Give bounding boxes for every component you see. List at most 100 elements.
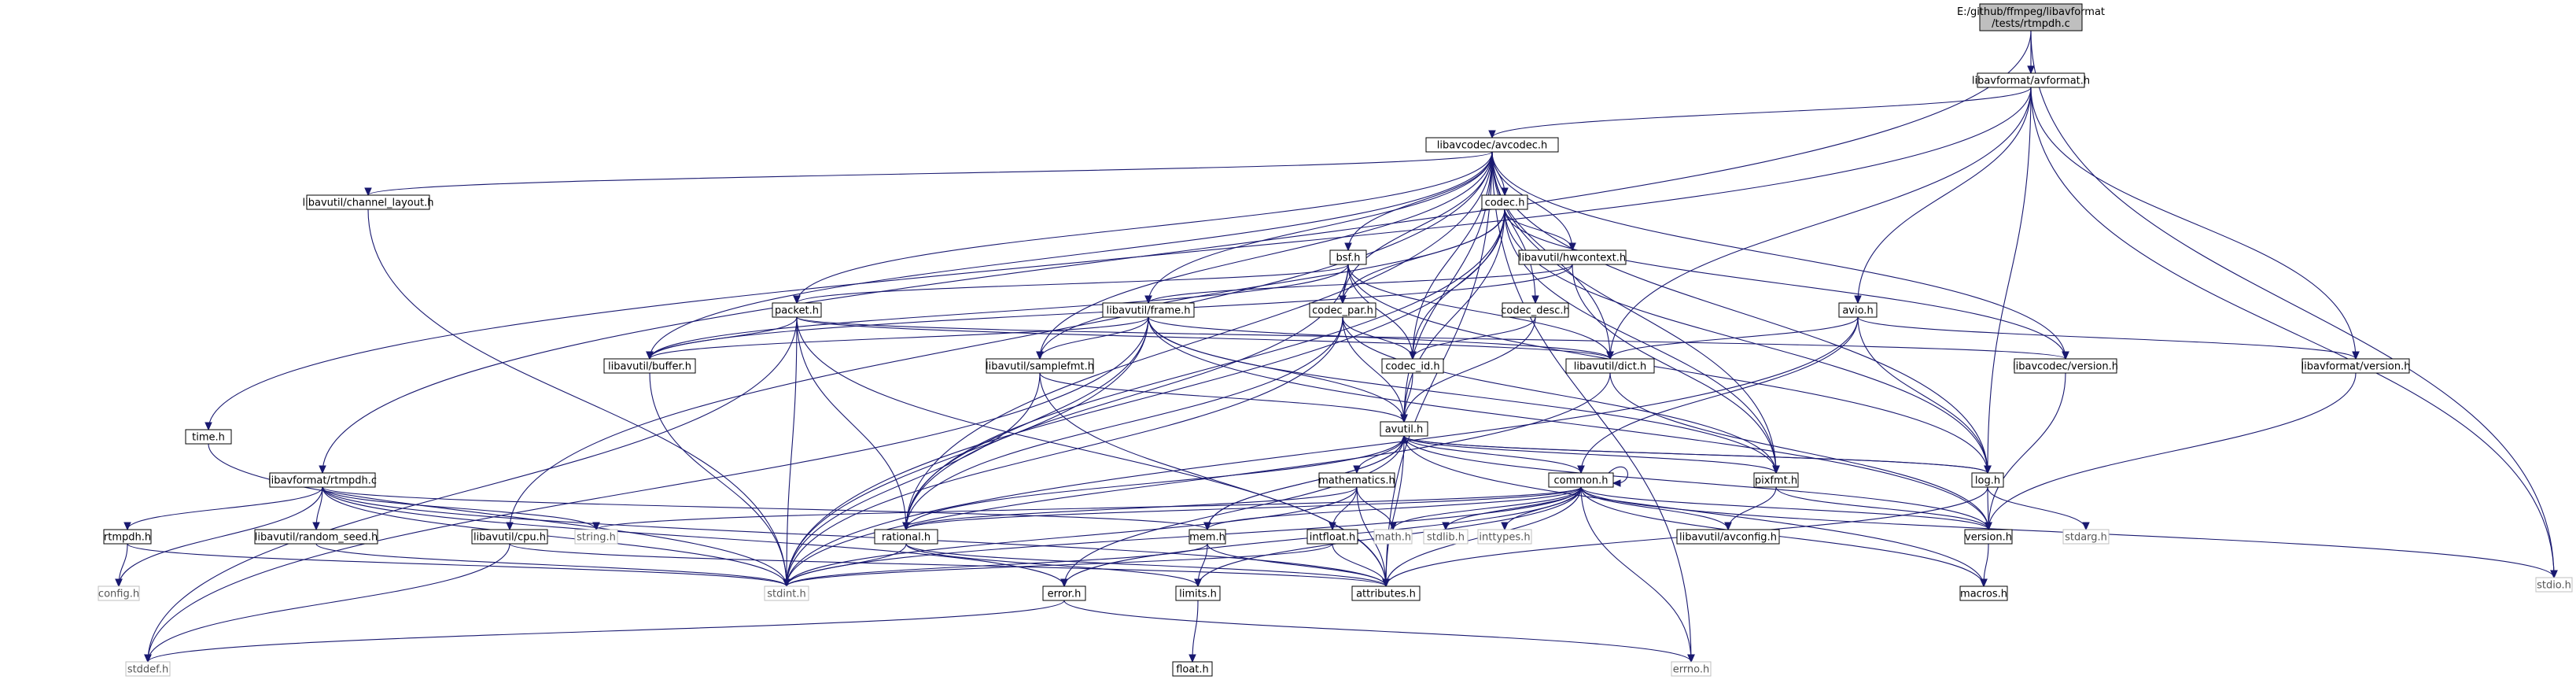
node-label: avutil.h (1385, 424, 1424, 436)
node-avutil-h[interactable]: avutil.h (1380, 421, 1428, 437)
node-common-h[interactable]: common.h (1548, 472, 1614, 488)
node-time-h[interactable]: time.h (185, 429, 232, 445)
node-bsf-h[interactable]: bsf.h (1329, 249, 1367, 265)
node-errno-h[interactable]: errno.h (1671, 661, 1712, 677)
node-box (1979, 3, 2083, 31)
edge-dict_h-to-version_h (1609, 372, 1992, 531)
node-macros-h[interactable]: macros.h (1959, 585, 2008, 601)
node-log-h[interactable]: log.h (1971, 472, 2004, 488)
node-float-h[interactable]: float.h (1172, 661, 1213, 677)
node-label: libavutil/channel_layout.h (303, 198, 434, 209)
node-box (125, 661, 171, 677)
edge-line (1403, 316, 1536, 423)
node-pixfmt-h[interactable]: pixfmt.h (1753, 472, 1799, 488)
edge-root-to-rtmpdh_c (319, 30, 2032, 475)
node-stddef-h[interactable]: stddef.h (125, 661, 171, 677)
node-label: common.h (1554, 475, 1609, 487)
node-label: avio.h (1842, 305, 1873, 317)
node-cpu-h[interactable]: libavutil/cpu.h (471, 529, 548, 545)
edge-line (1207, 435, 1405, 530)
node-label: config.h (98, 589, 139, 600)
node-frame-h[interactable]: libavutil/frame.h (1102, 302, 1195, 318)
edge-arrowhead (2062, 351, 2069, 360)
node-buffer-h[interactable]: libavutil/buffer.h (603, 358, 696, 374)
node-stdio-h[interactable]: stdio.h (2535, 577, 2573, 593)
node-intfloat-h[interactable]: intfloat.h (1306, 529, 1358, 545)
node-rational-h[interactable]: rational.h (874, 529, 938, 545)
node-box (1518, 249, 1627, 265)
edge-line (1580, 486, 1989, 530)
edge-rtmpdh_h-to-stdint_h (127, 543, 790, 588)
edge-line (1192, 600, 1199, 663)
edge-line (1063, 435, 1405, 587)
node-root[interactable]: E:/github/ffmpeg/libavformat/tests/rtmpd… (1957, 3, 2105, 31)
edge-line (1609, 87, 2032, 360)
edge-avio_h-to-common_h (1577, 316, 1859, 475)
edge-packet_h-to-dict_h (796, 316, 1614, 360)
node-config-h[interactable]: config.h (98, 585, 140, 601)
edge-root-to-stdio_h (2030, 30, 2558, 579)
node-limits-h[interactable]: limits.h (1175, 585, 1221, 601)
node-box (1676, 529, 1780, 545)
edge-line (1857, 87, 2032, 304)
node-codec-id-h[interactable]: codec_id.h (1381, 358, 1444, 374)
node-avformat-version-h[interactable]: libavformat/version.h (2301, 358, 2411, 374)
edge-line (1988, 372, 2357, 530)
edge-codec_par_h-to-rational_h (902, 316, 1343, 531)
node-attributes-h[interactable]: attributes.h (1351, 585, 1421, 601)
node-stdint-h[interactable]: stdint.h (764, 585, 809, 601)
edge-arrowhead (1724, 522, 1732, 531)
edge-line (1572, 264, 1777, 474)
edge-arrowhead (1400, 434, 1408, 444)
node-avconfig-h[interactable]: libavutil/avconfig.h (1676, 529, 1780, 545)
edge-line (786, 543, 1208, 587)
node-string-h[interactable]: string.h (574, 529, 618, 545)
edge-packet_h-to-attributes_h (796, 316, 1390, 588)
node-error-h[interactable]: error.h (1042, 585, 1086, 601)
edge-arrowhead (1144, 295, 1152, 305)
edge-line (1987, 486, 2087, 530)
node-avformat-h[interactable]: libavformat/avformat.h (1972, 72, 2090, 88)
node-stdlib-h[interactable]: stdlib.h (1423, 529, 1469, 545)
edge-arrowhead (1344, 242, 1352, 252)
edge-avcodec_h-to-codec_desc_h (1491, 151, 1539, 305)
node-label: libavutil/avconfig.h (1679, 532, 1777, 544)
node-mathematics-h[interactable]: mathematics.h (1318, 472, 1395, 488)
node-codec-desc-h[interactable]: codec_desc.h (1501, 302, 1570, 318)
node-avcodec-version-h[interactable]: libavcodec/version.h (2013, 358, 2118, 374)
edge-packet_h-to-stddef_h (144, 316, 798, 663)
node-packet-h[interactable]: packet.h (772, 302, 822, 318)
node-label: log.h (1975, 475, 2000, 487)
node-mem-h[interactable]: mem.h (1188, 529, 1226, 545)
node-codec-h[interactable]: codec.h (1481, 194, 1528, 210)
node-version-h[interactable]: version.h (1964, 529, 2013, 545)
node-label: libavutil/hwcontext.h (1519, 253, 1626, 264)
node-channel-layout-h[interactable]: libavutil/channel_layout.h (303, 194, 434, 210)
node-samplefmt-h[interactable]: libavutil/samplefmt.h (986, 358, 1094, 374)
edge-arrowhead (1188, 654, 1196, 663)
edge-line (2030, 30, 2555, 578)
node-rtmpdh-c[interactable]: libavformat/rtmpdh.c (268, 472, 377, 488)
edge-line (1403, 435, 1985, 587)
node-inttypes-h[interactable]: inttypes.h (1477, 529, 1532, 545)
edge-line (1385, 435, 1405, 587)
node-codec-par-h[interactable]: codec_par.h (1309, 302, 1376, 318)
edge-limits_h-to-float_h (1188, 600, 1199, 663)
edge-rational_h-to-attributes_h (905, 543, 1390, 588)
node-label: codec_id.h (1385, 361, 1439, 373)
edge-line (1063, 600, 1692, 663)
node-random-seed-h[interactable]: libavutil/random_seed.h (254, 529, 378, 545)
edge-line (509, 151, 1493, 530)
edge-codec_h-to-avutil_h (1400, 209, 1505, 423)
edge-arrowhead (1339, 295, 1347, 305)
node-stdarg-h[interactable]: stdarg.h (2062, 529, 2110, 545)
node-avcodec-h[interactable]: libavcodec/avcodec.h (1425, 137, 1559, 153)
edge-line (649, 372, 787, 587)
node-math-h[interactable]: math.h (1373, 529, 1413, 545)
edge-avcodec_h-to-bsf_h (1344, 151, 1493, 252)
node-avio-h[interactable]: avio.h (1838, 302, 1878, 318)
node-hwcontext-h[interactable]: libavutil/hwcontext.h (1518, 249, 1627, 265)
edge-codec_par_h-to-stdint_h (783, 316, 1343, 588)
node-rtmpdh-h[interactable]: rtmpdh.h (103, 529, 152, 545)
node-dict-h[interactable]: libavutil/dict.h (1565, 358, 1655, 374)
